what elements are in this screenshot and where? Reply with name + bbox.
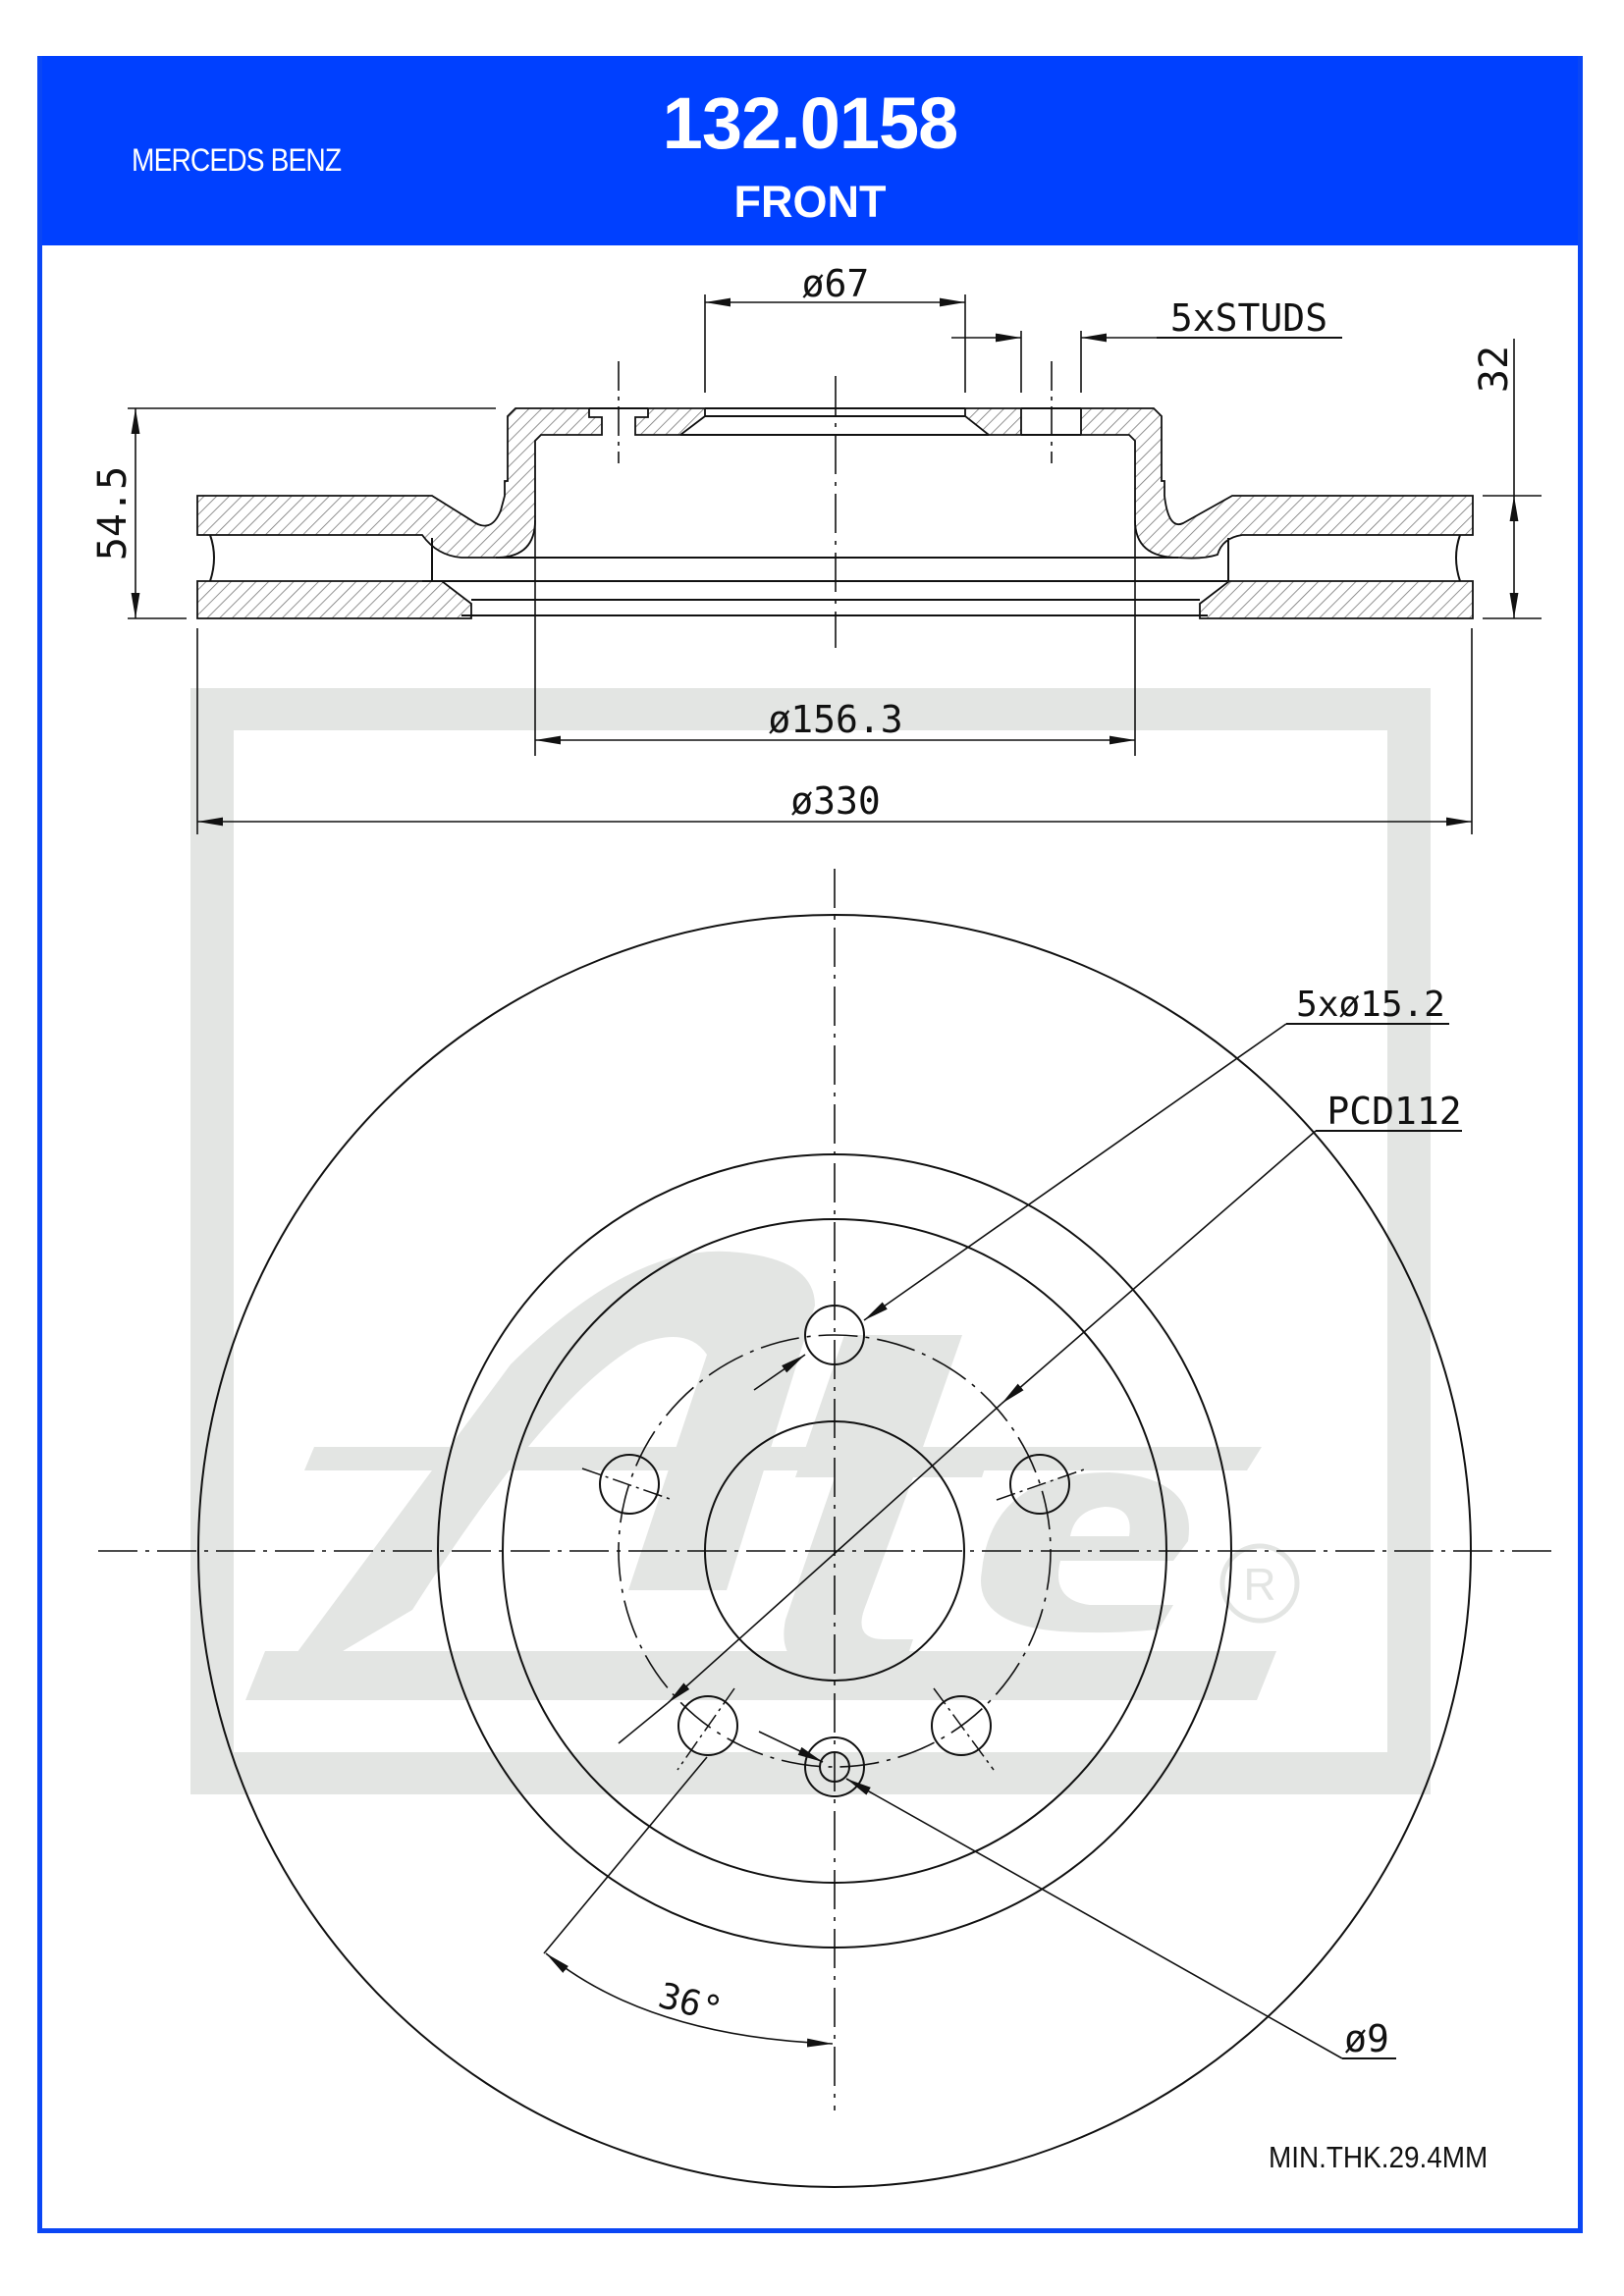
registered-mark-letter: R [1243,1559,1275,1610]
title-block-header: MERCEDS BENZ 132.0158 FRONT [37,56,1583,245]
dim-label-small-hole: ø9 [1344,2017,1389,2060]
hub-section-right [964,407,1022,436]
dim-label-outer-diameter: ø330 [790,779,881,823]
dim-label-disc-thickness: 32 [1472,346,1517,393]
bolt-hole-left [581,1454,674,1515]
dim-label-hat-diameter: ø156.3 [768,698,902,741]
front-view [98,869,1551,2188]
disc-plate-right-lower [1199,580,1474,619]
vent-post-right [1455,534,1461,582]
hub-section-left-top [634,407,706,436]
drawing-frame [37,56,1583,2233]
bolt-hole-lower-right [931,1687,995,1771]
disc-plate-left-lower [196,580,472,619]
ate-watermark: R [190,688,1431,1794]
watermark-bar-top [304,1447,1262,1470]
section-view [128,294,1542,834]
dim-studs [951,331,1342,393]
dim-label-overall-height: 54.5 [90,466,135,561]
part-number-title: 132.0158 [662,82,959,164]
watermark-letter-a [263,1251,815,1698]
dim-label-bolt-holes: 5xø15.2 [1296,985,1445,1025]
dim-hat-diameter [534,520,1136,756]
bolt-hole-right [996,1454,1088,1515]
dim-outer-diameter [196,628,1473,834]
vent-post-left [209,534,215,582]
vehicle-brand-label: MERCEDS BENZ [132,142,342,178]
dim-label-pitch-circle: PCD112 [1326,1090,1461,1133]
min-thickness-note: MIN.THK.29.4MM [1269,2140,1489,2174]
bolt-hole-lower-left [677,1687,738,1771]
axle-position-label: FRONT [733,177,887,227]
small-hole-bottom [804,1736,865,1797]
dim-label-angle: 36° [654,1976,726,2031]
dim-label-studs: 5xSTUDS [1170,296,1327,340]
registered-mark-ring [1219,1543,1300,1624]
hub-section-left [196,407,603,559]
bolt-hole-top [804,1305,865,1365]
dim-disc-thickness [1483,339,1542,619]
watermark-letter-t [784,1335,992,1669]
dim-hub-bore [704,294,966,393]
dim-label-hub-bore: ø67 [802,262,870,305]
hub-section-right-2 [1080,407,1474,560]
dim-overall-height [128,407,496,619]
